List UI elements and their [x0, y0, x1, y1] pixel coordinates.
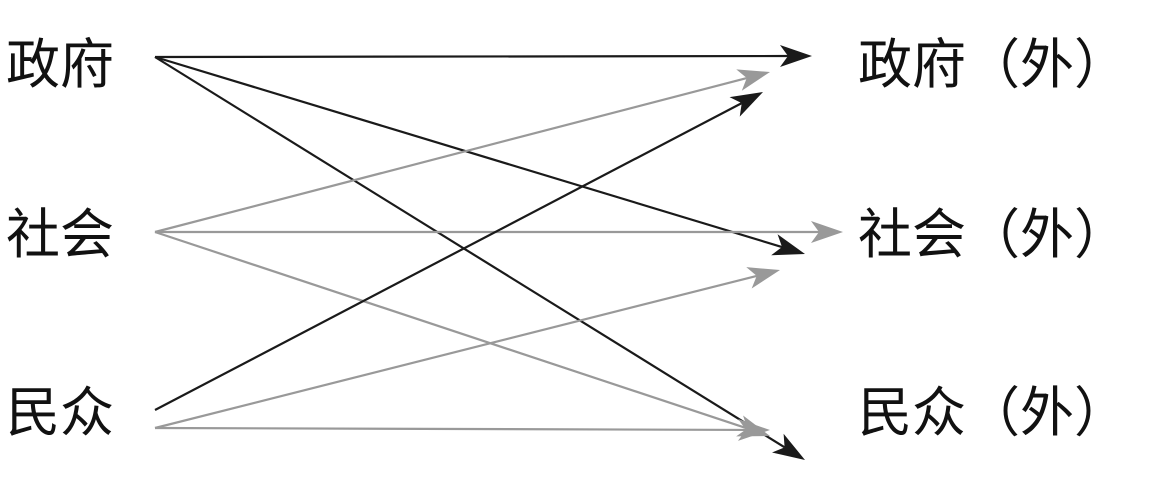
right-node-pub-out: 民众（外）	[858, 381, 1128, 444]
left-node-gov: 政府	[6, 33, 114, 96]
arrowhead-pub-to-pub_out	[737, 418, 770, 441]
arrowhead-soc-to-soc_out	[811, 221, 843, 243]
arrow-soc-to-gov_out	[154, 76, 748, 234]
arrow-pub-to-soc_out	[154, 274, 758, 430]
right-node-gov-out: 政府（外）	[858, 33, 1128, 96]
arrow-pub-to-pub_out	[154, 426, 747, 432]
arrowhead-gov-to-soc_out	[771, 234, 805, 256]
arrowhead-gov-to-pub_out	[772, 433, 805, 460]
left-node-soc: 社会	[6, 203, 114, 266]
arrowhead-gov-to-gov_out	[779, 45, 812, 68]
arrow-gov-to-pub_out	[154, 56, 786, 449]
arrowhead-pub-to-soc_out	[746, 267, 780, 289]
left-node-pub: 民众	[6, 381, 114, 444]
arrow-soc-to-pub_out	[154, 230, 748, 430]
arrowhead-soc-to-gov_out	[736, 69, 770, 91]
arrow-gov-to-gov_out	[154, 54, 789, 59]
arrowhead-pub-to-gov_out	[729, 92, 763, 117]
right-node-soc-out: 社会（外）	[858, 203, 1128, 266]
arrow-pub-to-gov_out	[154, 102, 743, 411]
arrow-gov-to-soc_out	[154, 55, 783, 249]
